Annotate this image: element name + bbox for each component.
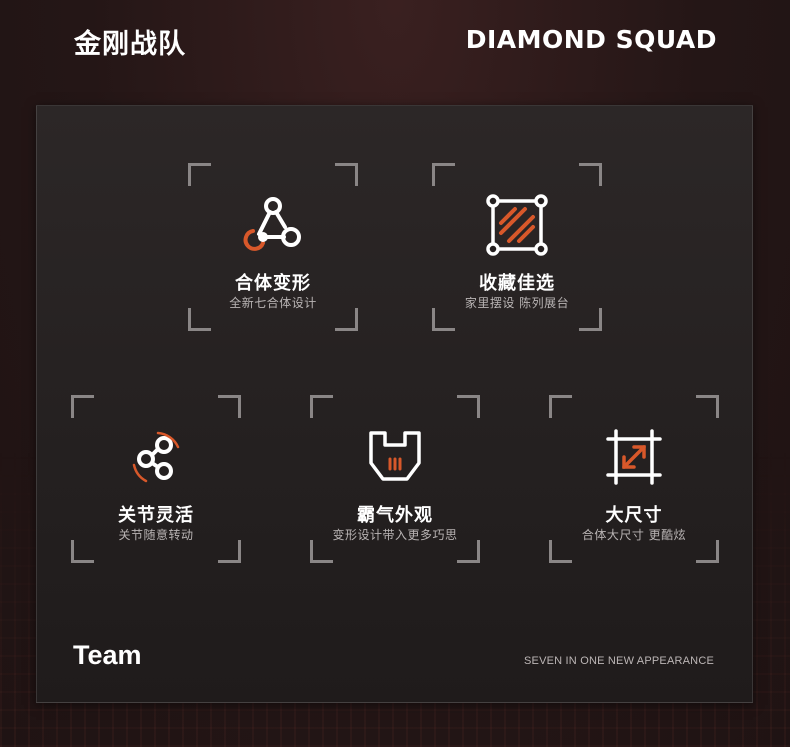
corner-bracket — [335, 163, 358, 186]
corner-bracket — [432, 308, 455, 331]
feature-title: 关节灵活 — [118, 505, 194, 526]
feature-subtitle: 家里摆设 陈列展台 — [464, 296, 570, 310]
feature-subtitle: 全新七合体设计 — [229, 296, 317, 310]
tagline: SEVEN IN ONE NEW APPEARANCE — [524, 655, 714, 667]
corner-bracket — [218, 395, 241, 418]
shield-armor-icon — [363, 425, 427, 489]
corner-bracket — [188, 308, 211, 331]
resize-frame-icon — [602, 425, 666, 489]
feature-card-joints: 关节灵活 关节随意转动 — [71, 395, 241, 563]
corner-bracket — [71, 395, 94, 418]
corner-bracket — [579, 308, 602, 331]
feature-card-size: 大尺寸 合体大尺寸 更酷炫 — [549, 395, 719, 563]
corner-bracket — [549, 395, 572, 418]
feature-title: 大尺寸 — [605, 505, 663, 526]
corner-bracket — [549, 540, 572, 563]
feature-subtitle: 变形设计带入更多巧思 — [332, 528, 458, 542]
feature-card-transform: 合体变形 全新七合体设计 — [188, 163, 358, 331]
corner-bracket — [696, 395, 719, 418]
corner-bracket — [579, 163, 602, 186]
feature-title: 合体变形 — [235, 273, 311, 294]
page-title-cn: 金刚战队 — [74, 29, 186, 60]
feature-subtitle: 合体大尺寸 更酷炫 — [581, 528, 687, 542]
page-title-en: DIAMOND SQUAD — [465, 25, 717, 54]
joint-rotation-icon — [124, 425, 188, 489]
features-panel — [36, 105, 753, 703]
corner-bracket — [71, 540, 94, 563]
corner-bracket — [310, 540, 333, 563]
display-frame-icon — [485, 193, 549, 257]
corner-bracket — [335, 308, 358, 331]
feature-title: 霸气外观 — [357, 505, 433, 526]
corner-bracket — [432, 163, 455, 186]
feature-subtitle: 关节随意转动 — [118, 528, 194, 542]
corner-bracket — [457, 395, 480, 418]
corner-bracket — [310, 395, 333, 418]
feature-title: 收藏佳选 — [479, 273, 555, 294]
feature-card-appearance: 霸气外观 变形设计带入更多巧思 — [310, 395, 480, 563]
corner-bracket — [696, 540, 719, 563]
corner-bracket — [188, 163, 211, 186]
corner-bracket — [218, 540, 241, 563]
feature-card-collection: 收藏佳选 家里摆设 陈列展台 — [432, 163, 602, 331]
network-nodes-icon — [241, 193, 305, 257]
corner-bracket — [457, 540, 480, 563]
team-label: Team — [73, 640, 142, 670]
